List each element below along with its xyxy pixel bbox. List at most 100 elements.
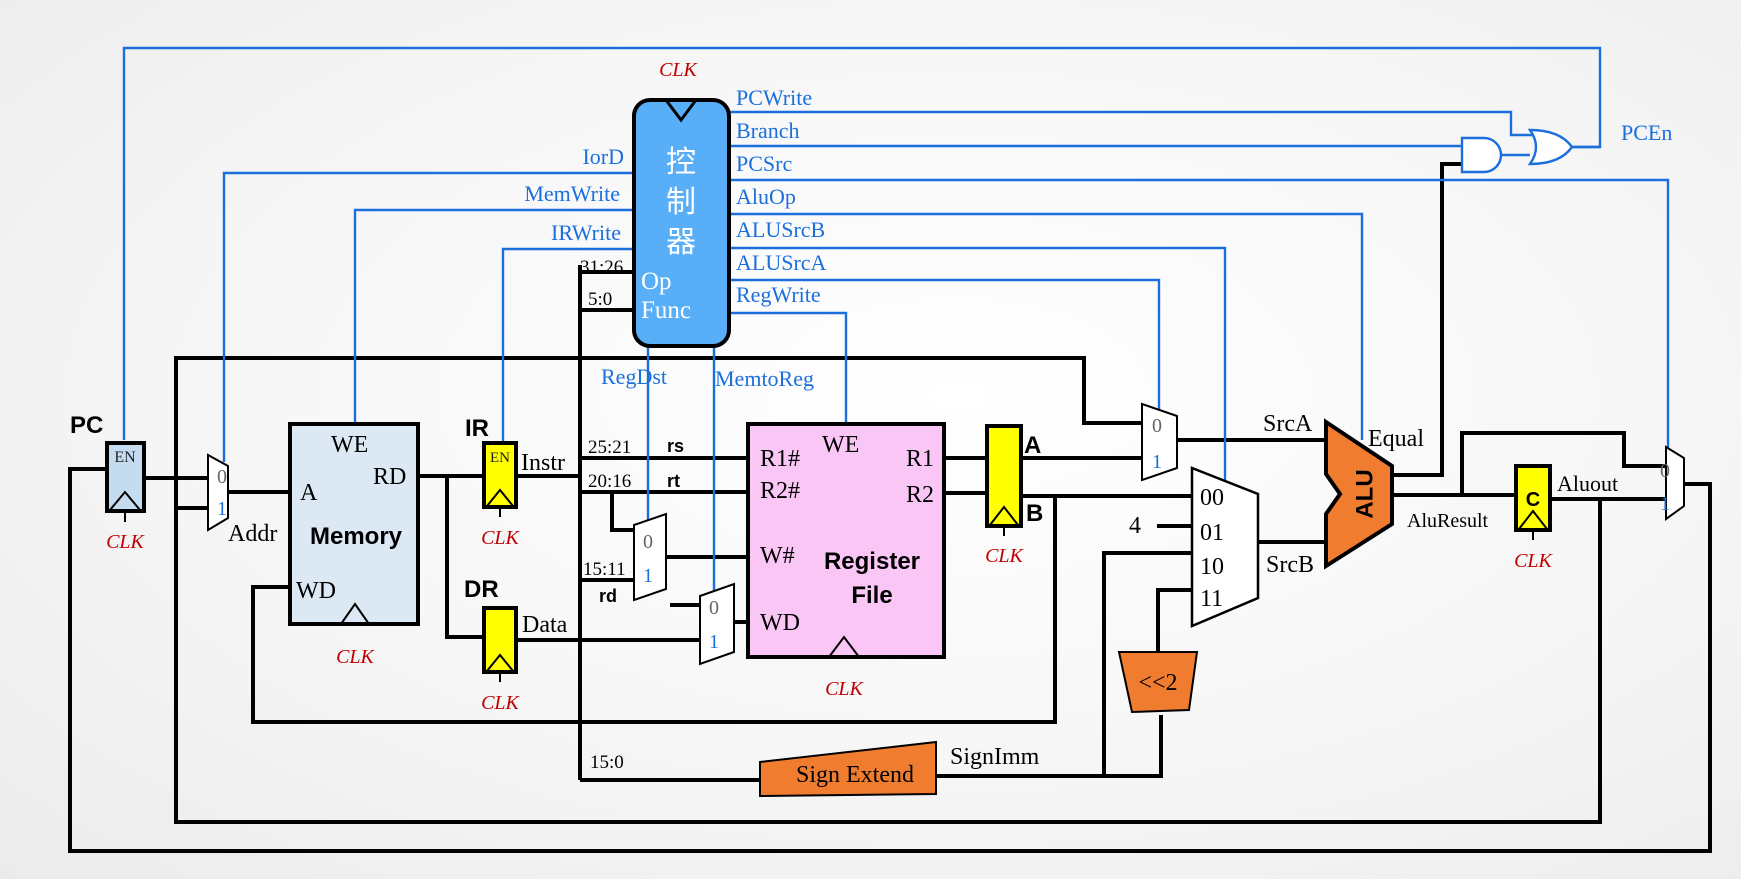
rd-label: rd — [599, 586, 617, 606]
srca-label: SrcA — [1263, 411, 1313, 437]
register-file-r1: R1 — [906, 446, 934, 472]
control-wires — [122, 46, 1670, 596]
controller-op: Op — [641, 268, 672, 295]
dr-clk: CLK — [481, 692, 520, 714]
shift-to-srcb-wire — [1104, 715, 1163, 778]
controller-title-1: 控 — [666, 146, 696, 179]
alusrca-wire — [729, 278, 1161, 414]
pc-enable: EN — [114, 449, 136, 466]
controller-func: Func — [641, 297, 691, 324]
register-file-wd: WD — [760, 610, 800, 636]
memory-wd: WD — [296, 578, 336, 604]
alusrcb-label: ALUSrcB — [736, 217, 825, 242]
and-gate — [1460, 136, 1503, 174]
iord-wire — [222, 171, 634, 462]
memtoreg-mux-1: 1 — [709, 631, 719, 653]
ir-clk: CLK — [481, 527, 520, 549]
pc-clk: CLK — [106, 531, 145, 553]
addr-mux-body — [207, 453, 229, 532]
srca-mux-1: 1 — [1152, 451, 1162, 473]
rt-label: rt — [667, 471, 680, 491]
branch-label: Branch — [736, 118, 800, 143]
ab-register-body — [985, 424, 1023, 528]
rt-to-mux-wire — [610, 492, 634, 532]
register-file-r2n: R2# — [760, 478, 800, 504]
rd-bits: 15:11 — [583, 559, 626, 580]
ir-enable: EN — [490, 450, 510, 466]
regdst-mux-body — [633, 512, 667, 602]
aluop-label: AluOp — [736, 184, 796, 209]
regdst-mux: 0 1 — [633, 512, 667, 602]
constant-four: 4 — [1129, 513, 1141, 539]
op-bits: 31:26 — [580, 257, 623, 278]
c-register-title: C — [1526, 489, 1540, 511]
control-signal-labels: IorD MemWrite IRWrite PCWrite Branch PCS… — [524, 85, 1672, 391]
pc-to-srca-wire — [174, 356, 1142, 478]
srcb-mux-10: 10 — [1200, 554, 1224, 580]
pcsrc-mux-1: 1 — [1660, 493, 1670, 515]
pcwrite-wire — [729, 110, 1532, 137]
dr-register: DR CLK Data — [464, 576, 568, 714]
pc-feedback-wire — [68, 467, 1712, 853]
pc-title: PC — [70, 412, 103, 439]
pcsrc-mux: 0 1 — [1660, 445, 1685, 521]
sign-extend-title: Sign Extend — [796, 762, 914, 788]
srcb-mux-body — [1190, 466, 1260, 628]
pcsrc-wire — [729, 178, 1670, 450]
irwrite-label: IRWrite — [551, 220, 621, 245]
pcwrite-label: PCWrite — [736, 85, 812, 110]
addr-mux-0: 0 — [217, 466, 227, 488]
pc-clock-edge — [109, 490, 141, 511]
irwrite-wire — [501, 247, 634, 446]
register-file-we: WE — [822, 432, 859, 458]
data-label: Data — [522, 612, 568, 638]
memory-clock-edge — [340, 602, 370, 625]
rt-bits: 20:16 — [588, 471, 631, 492]
ir-clock-edge — [486, 488, 514, 507]
c-clock-edge — [1518, 509, 1548, 530]
or-gate — [1527, 128, 1574, 166]
dr-clock-edge — [486, 653, 514, 672]
srcb-mux: 00 01 10 11 4 SrcB — [1129, 466, 1314, 628]
memory-we: WE — [331, 432, 368, 458]
controller-body — [632, 98, 731, 348]
pcsrc-mux-0: 0 — [1660, 460, 1670, 482]
srcb-mux-11: 11 — [1200, 586, 1223, 612]
pc-register: PC EN CLK — [70, 412, 146, 553]
alusrcb-wire — [729, 246, 1227, 482]
memtoreg-mux: 0 1 — [699, 582, 735, 666]
memory-a: A — [300, 480, 318, 506]
addr-mux: 0 1 Addr — [207, 453, 277, 547]
memory-clk: CLK — [336, 646, 375, 668]
memory-body — [288, 422, 420, 626]
reg-b-title: B — [1026, 500, 1043, 527]
srcb-mux-01: 01 — [1200, 520, 1224, 546]
regdst-label: RegDst — [601, 364, 667, 389]
srcb-mux-00: 00 — [1200, 485, 1224, 511]
memory-title: Memory — [310, 523, 403, 550]
ir-title: IR — [465, 415, 489, 442]
alu-body — [1324, 418, 1394, 570]
pcsrc-mux-body — [1665, 445, 1685, 521]
controller-clock-edge — [664, 99, 698, 123]
register-file-title-2: File — [851, 582, 892, 609]
signimm-to-srcb-wire — [936, 551, 1192, 778]
regdst-mux-1: 1 — [643, 565, 653, 587]
c-clk: CLK — [1514, 550, 1553, 572]
controller-title-3: 器 — [666, 226, 696, 259]
controller-title-2: 制 — [666, 186, 696, 219]
controller: CLK 控 制 器 Op Func — [632, 59, 731, 348]
register-file-r1n: R1# — [760, 446, 800, 472]
equal-label: Equal — [1368, 426, 1424, 452]
srcb-label: SrcB — [1266, 552, 1314, 578]
sign-extend: Sign Extend SignImm — [759, 740, 1040, 798]
shift-body — [1117, 651, 1199, 714]
pcen-loop-wire — [122, 46, 1602, 440]
register-file-wn: W# — [760, 543, 795, 569]
ab-clk: CLK — [985, 545, 1024, 567]
sign-extend-body — [759, 740, 937, 798]
ab-registers: A B CLK — [985, 424, 1043, 567]
aluop-wire — [729, 212, 1364, 440]
memtoreg-label: MemtoReg — [715, 366, 814, 391]
